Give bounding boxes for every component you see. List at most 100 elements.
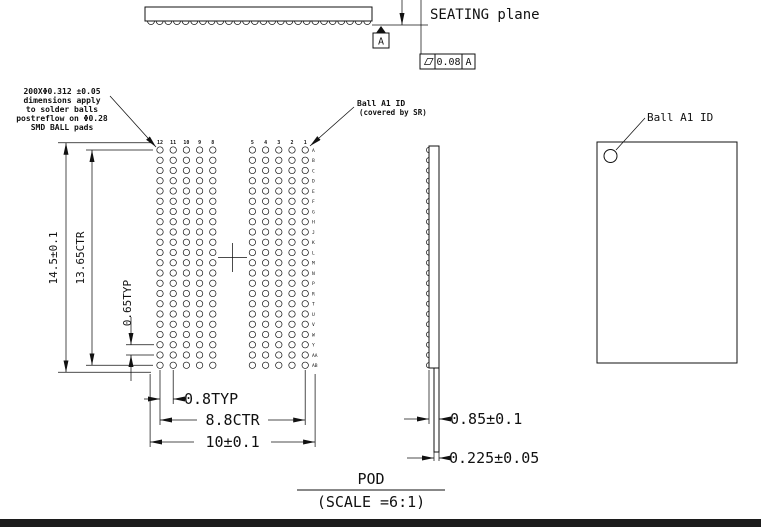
solder-ball [156, 207, 164, 216]
solder-ball [262, 320, 270, 328]
feature-control-frame: 0.08 A [419, 53, 476, 70]
solder-ball [169, 156, 177, 164]
solder-ball [275, 238, 283, 246]
solder-ball [288, 146, 296, 154]
solder-ball [288, 177, 296, 185]
solder-ball [248, 269, 256, 277]
dim-standoff: 0.225±0.05 [449, 449, 539, 467]
dim-width: 10±0.1 [206, 433, 260, 451]
solder-ball [288, 361, 296, 369]
row-label: Y [312, 343, 315, 349]
ball-a1-id-mark [603, 149, 618, 163]
solder-ball [275, 300, 283, 308]
solder-ball [275, 361, 283, 369]
note-line: postreflow on Φ0.28 [16, 114, 108, 123]
fcf-tolerance-value: 0.08 [436, 57, 460, 68]
solder-ball [248, 166, 256, 175]
solder-ball [156, 341, 164, 349]
solder-ball [196, 289, 204, 298]
row-label: H [312, 220, 315, 226]
solder-ball [209, 259, 217, 267]
datum-box [372, 32, 390, 49]
solder-ball [169, 207, 177, 216]
solder-ball [275, 156, 283, 164]
ball-a1-bottom-label: Ball A1 ID [357, 99, 405, 108]
solder-ball [169, 330, 177, 339]
row-label: F [312, 199, 315, 205]
solder-ball [262, 238, 270, 246]
side-view: SEATING plane A 0.08 A [144, 0, 540, 70]
solder-ball [196, 146, 204, 154]
solder-ball [209, 156, 217, 164]
row-label: J [312, 230, 315, 236]
solder-ball [275, 289, 283, 298]
column-label: 1 [304, 140, 307, 146]
solder-ball [156, 310, 164, 318]
solder-ball [209, 341, 217, 349]
solder-ball [182, 310, 190, 318]
solder-ball [156, 146, 164, 154]
solder-ball [182, 259, 190, 267]
solder-ball [288, 351, 296, 359]
solder-ball [301, 310, 309, 318]
solder-ball [209, 218, 217, 226]
row-label: W [312, 332, 315, 338]
solder-ball [196, 310, 204, 318]
note-line: SMD BALL pads [31, 123, 94, 132]
note-leader-line [109, 95, 157, 148]
solder-ball [288, 289, 296, 298]
solder-ball [262, 351, 270, 359]
solder-ball [262, 166, 270, 175]
solder-ball [288, 279, 296, 287]
solder-ball [182, 146, 190, 154]
fcf-datum-cell [461, 53, 476, 70]
solder-ball [301, 289, 309, 298]
column-label: 3 [277, 140, 280, 146]
note-line: to solder balls [26, 105, 98, 114]
solder-ball [262, 156, 270, 164]
solder-ball [169, 361, 177, 369]
solder-ball [209, 177, 217, 185]
solder-ball [209, 310, 217, 318]
solder-ball [169, 289, 177, 298]
row-label: R [312, 291, 315, 297]
solder-ball [288, 238, 296, 246]
solder-ball [301, 259, 309, 267]
solder-ball [156, 238, 164, 246]
solder-ball [248, 238, 256, 246]
solder-ball [169, 351, 177, 359]
dim-row-pitch: 0.65TYP [121, 279, 134, 326]
solder-ball [275, 218, 283, 226]
solder-ball [209, 330, 217, 339]
solder-ball [156, 166, 164, 175]
solder-ball [182, 218, 190, 226]
solder-ball [156, 187, 164, 195]
solder-ball [288, 207, 296, 216]
solder-ball [288, 248, 296, 257]
row-label: B [312, 158, 315, 164]
solder-ball [288, 269, 296, 277]
solder-ball [262, 289, 270, 298]
seating-plane-label: SEATING plane [430, 7, 540, 23]
solder-ball [301, 228, 309, 236]
solder-ball [301, 146, 309, 154]
column-label: 5 [251, 140, 254, 146]
solder-ball [169, 228, 177, 236]
solder-ball [196, 177, 204, 185]
column-label: 11 [170, 140, 176, 146]
ball-a1-bottom-sublabel: (covered by SR) [359, 108, 427, 117]
solder-ball [301, 361, 309, 369]
column-label: 2 [290, 140, 293, 146]
solder-ball [262, 269, 270, 277]
dim-col-pitch: 0.8TYP [184, 390, 238, 408]
solder-ball [156, 300, 164, 308]
solder-ball [156, 248, 164, 257]
solder-ball [275, 166, 283, 175]
solder-ball [196, 259, 204, 267]
row-label: M [312, 261, 315, 267]
row-label: T [312, 302, 315, 308]
top-view: Ball A1 ID [596, 111, 738, 364]
